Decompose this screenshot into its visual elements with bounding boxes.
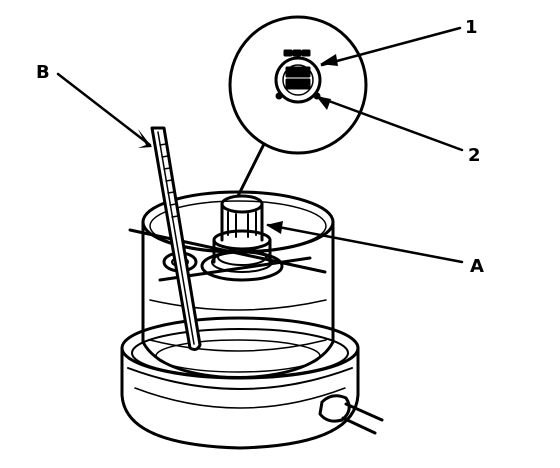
callout-label-b: B — [36, 62, 50, 83]
power-cord — [318, 394, 384, 435]
leader-b — [56, 72, 152, 147]
leader-1 — [320, 26, 462, 67]
callout-label-1: 1 — [465, 17, 478, 38]
support-rods — [128, 228, 327, 282]
thermometer — [150, 126, 202, 351]
callout-label-a: A — [470, 256, 484, 277]
heater-base — [120, 316, 360, 450]
callout-label-2: 2 — [468, 145, 481, 166]
thermostat — [200, 194, 284, 282]
leader-a — [266, 223, 464, 264]
leader-2 — [316, 95, 464, 152]
beaker — [141, 190, 335, 380]
callout-arrowheads — [138, 54, 338, 234]
connector-detail-inset — [228, 15, 368, 198]
callout-leaders — [56, 26, 464, 264]
